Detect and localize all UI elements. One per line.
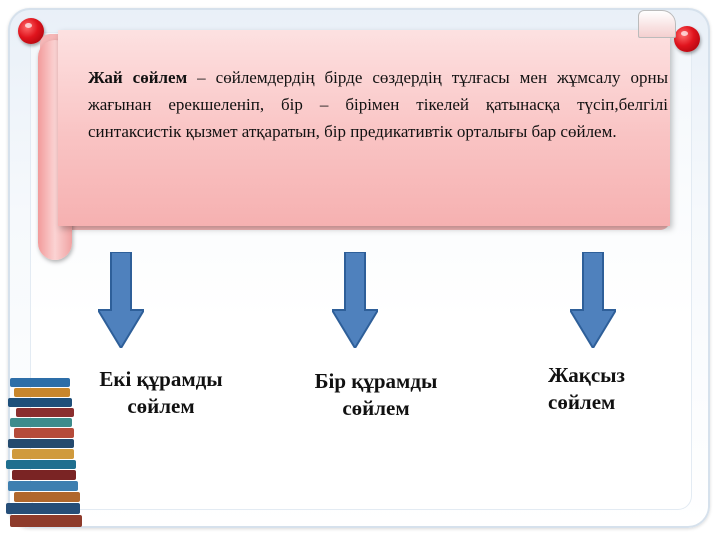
branch-one-part-label: Бір құрамды сөйлем <box>296 368 456 422</box>
definition-scroll <box>58 30 670 226</box>
definition-text: Жай сөйлем – сөйлемдердің бірде сөздерді… <box>88 64 668 145</box>
branch-two-part-line2: сөйлем <box>127 394 195 418</box>
arrow-down-icon <box>332 252 378 348</box>
arrow-down-icon <box>570 252 616 348</box>
definition-body: – сөйлемдердің бірде сөздердің тұлғасы м… <box>88 68 668 141</box>
branch-one-part-line1: Бір құрамды <box>314 369 438 393</box>
pushpin-right-icon <box>674 26 700 52</box>
branch-two-part-label: Екі құрамды сөйлем <box>76 366 246 420</box>
books-stack-icon <box>6 378 82 527</box>
arrow-down-icon <box>98 252 144 348</box>
branch-one-part-line2: сөйлем <box>342 396 410 420</box>
branch-impersonal-label: Жақсыз сөйлем <box>548 362 668 416</box>
definition-term: Жай сөйлем <box>88 68 188 87</box>
branch-impersonal-line1: Жақсыз <box>548 363 625 387</box>
scroll-roll-top-right <box>638 10 676 38</box>
pushpin-left-icon <box>18 18 44 44</box>
branch-two-part-line1: Екі құрамды <box>99 367 223 391</box>
branch-impersonal-line2: сөйлем <box>548 390 616 414</box>
